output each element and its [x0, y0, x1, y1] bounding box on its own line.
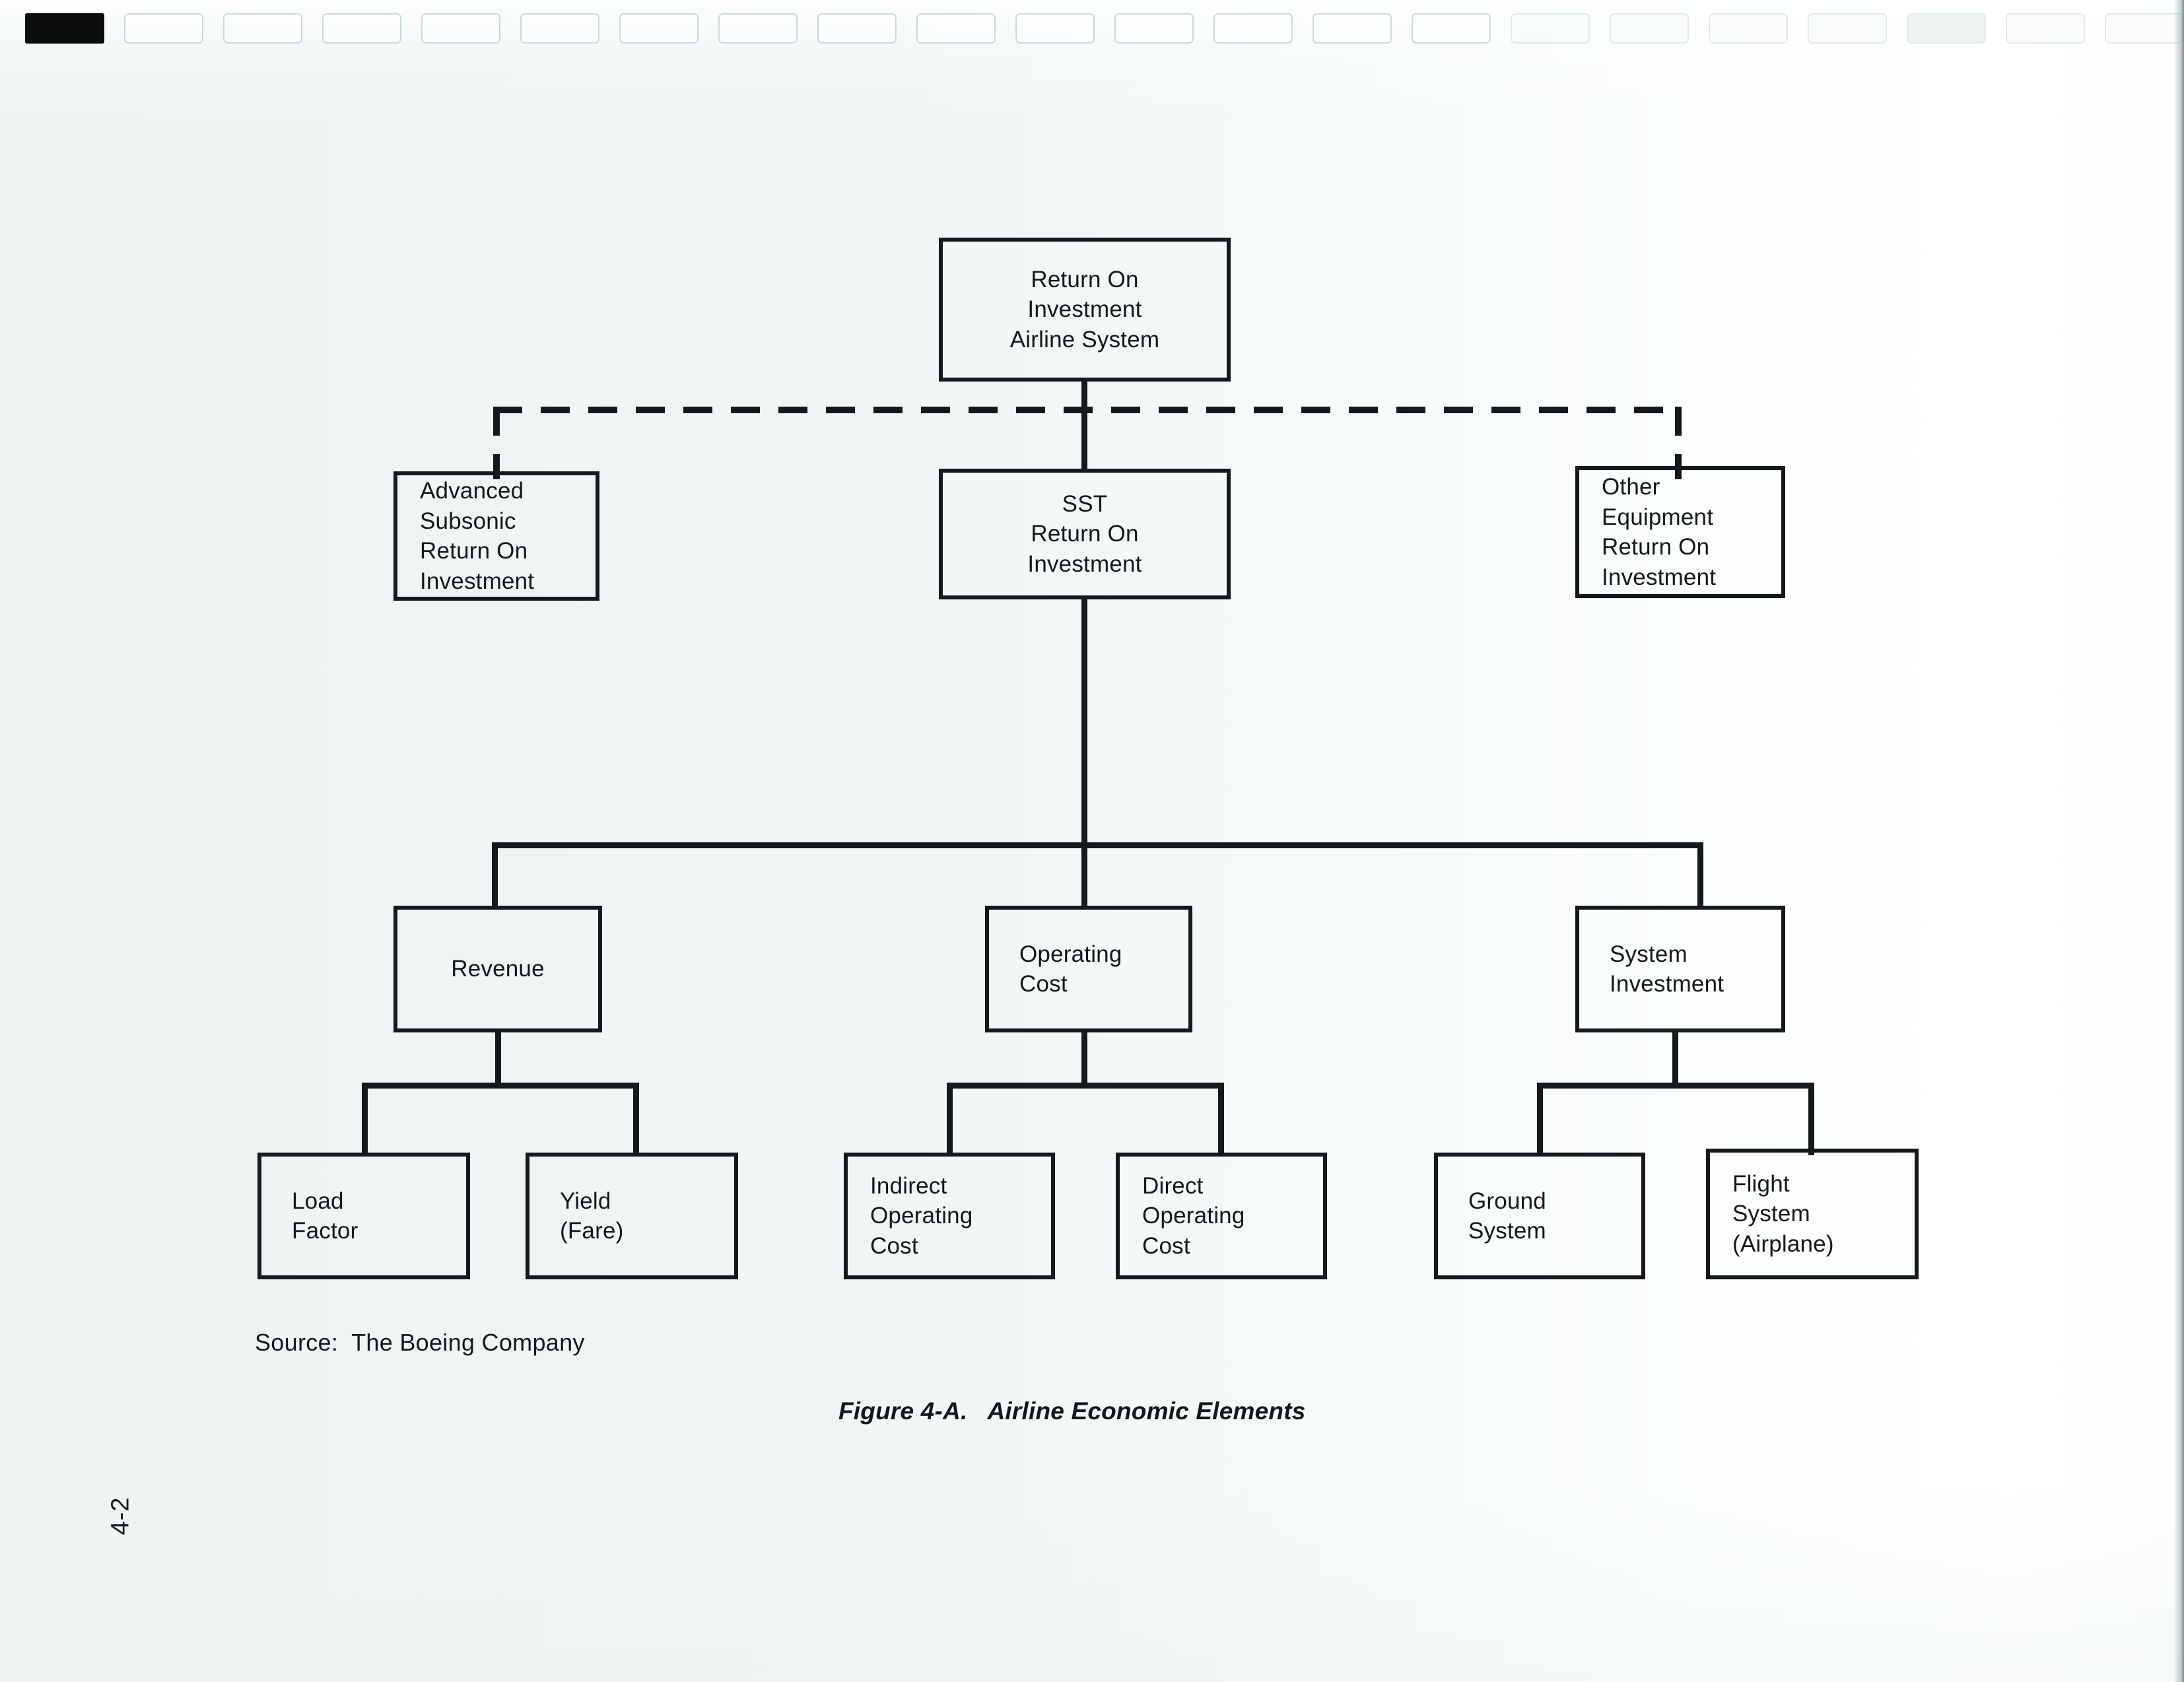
node-yield-fare[interactable]: Yield (Fare): [526, 1153, 738, 1279]
connector-drop-revenue: [492, 842, 498, 908]
node-label: System Investment: [1610, 941, 1724, 997]
film-mark: [1511, 13, 1590, 44]
connector-revenue-stub: [495, 1030, 501, 1085]
film-mark: [2105, 13, 2184, 44]
film-mark: [421, 13, 500, 44]
film-mark: [1709, 13, 1788, 44]
connector-drop-yield: [633, 1083, 639, 1155]
film-mark: [322, 13, 401, 44]
film-mark: [223, 13, 302, 44]
node-label: SST Return On Investment: [1027, 490, 1142, 577]
connector-level2-bus: [492, 842, 1703, 848]
connector-revenue-bus: [362, 1083, 639, 1089]
node-direct-operating-cost[interactable]: Direct Operating Cost: [1116, 1153, 1327, 1279]
film-mark: [1907, 13, 1986, 44]
connector-drop-load-factor: [362, 1083, 368, 1155]
connector-drop-sst: [1081, 407, 1087, 473]
connector-system-investment-bus: [1537, 1083, 1814, 1089]
film-mark: [619, 13, 699, 44]
node-return-on-investment-airline-system[interactable]: Return On Investment Airline System: [939, 238, 1231, 382]
node-system-investment[interactable]: System Investment: [1575, 906, 1785, 1032]
node-label: Return On Investment Airline System: [1009, 266, 1160, 353]
film-mark: [1808, 13, 1887, 44]
connector-operating-cost-stub: [1081, 1030, 1087, 1085]
node-label: Other Equipment Return On Investment: [1602, 474, 1717, 590]
node-label: Revenue: [451, 956, 545, 982]
node-label: Ground System: [1468, 1188, 1546, 1244]
connector-drop-flight-system: [1808, 1083, 1814, 1155]
node-label: Direct Operating Cost: [1142, 1172, 1245, 1259]
node-label: Operating Cost: [1019, 941, 1122, 997]
film-mark: [1412, 13, 1491, 44]
film-mark: [916, 13, 996, 44]
film-mark: [1610, 13, 1689, 44]
page-number: 4-2: [106, 1497, 135, 1535]
film-mark: [2006, 13, 2085, 44]
node-other-equipment-return-on-investment[interactable]: Other Equipment Return On Investment: [1575, 466, 1785, 598]
film-mark-registration: [25, 13, 104, 44]
film-mark: [1114, 13, 1194, 44]
node-label: Load Factor: [292, 1188, 358, 1244]
film-mark: [124, 13, 203, 44]
connector-drop-indirect-operating-cost: [947, 1083, 953, 1155]
film-mark: [718, 13, 798, 44]
node-sst-return-on-investment[interactable]: SST Return On Investment: [939, 469, 1231, 599]
connector-drop-direct-operating-cost: [1218, 1083, 1224, 1155]
film-mark: [1213, 13, 1293, 44]
connector-drop-system-investment: [1697, 842, 1703, 908]
connector-system-investment-stub: [1672, 1030, 1678, 1085]
film-mark: [520, 13, 599, 44]
connector-operating-cost-bus: [947, 1083, 1224, 1089]
connector-drop-operating-cost: [1081, 842, 1087, 908]
page-right-edge-shadow: [2173, 0, 2184, 1682]
figure-caption: Figure 4-A. Airline Economic Elements: [838, 1397, 1306, 1425]
node-operating-cost[interactable]: Operating Cost: [985, 906, 1192, 1032]
node-label: Flight System (Airplane): [1732, 1170, 1834, 1257]
connector-dashed-drop-advanced-subsonic: [493, 407, 500, 479]
connector-drop-ground-system: [1537, 1083, 1543, 1155]
node-indirect-operating-cost[interactable]: Indirect Operating Cost: [844, 1153, 1055, 1279]
node-label: Advanced Subsonic Return On Investment: [420, 478, 535, 594]
node-label: Indirect Operating Cost: [870, 1172, 973, 1259]
film-mark: [1015, 13, 1095, 44]
node-revenue[interactable]: Revenue: [393, 906, 602, 1032]
microfiche-header-strip: [0, 0, 2184, 51]
node-label: Yield (Fare): [560, 1188, 624, 1244]
film-mark: [1313, 13, 1392, 44]
connector-roi-stub: [1081, 382, 1087, 407]
film-mark: [817, 13, 897, 44]
node-advanced-subsonic-return-on-investment[interactable]: Advanced Subsonic Return On Investment: [393, 471, 599, 601]
source-note: Source: The Boeing Company: [255, 1329, 585, 1356]
connector-sst-trunk: [1081, 599, 1087, 846]
node-flight-system-airplane[interactable]: Flight System (Airplane): [1706, 1149, 1919, 1279]
node-ground-system[interactable]: Ground System: [1434, 1153, 1645, 1279]
node-load-factor[interactable]: Load Factor: [257, 1153, 470, 1279]
connector-dashed-bus: [493, 407, 1682, 413]
